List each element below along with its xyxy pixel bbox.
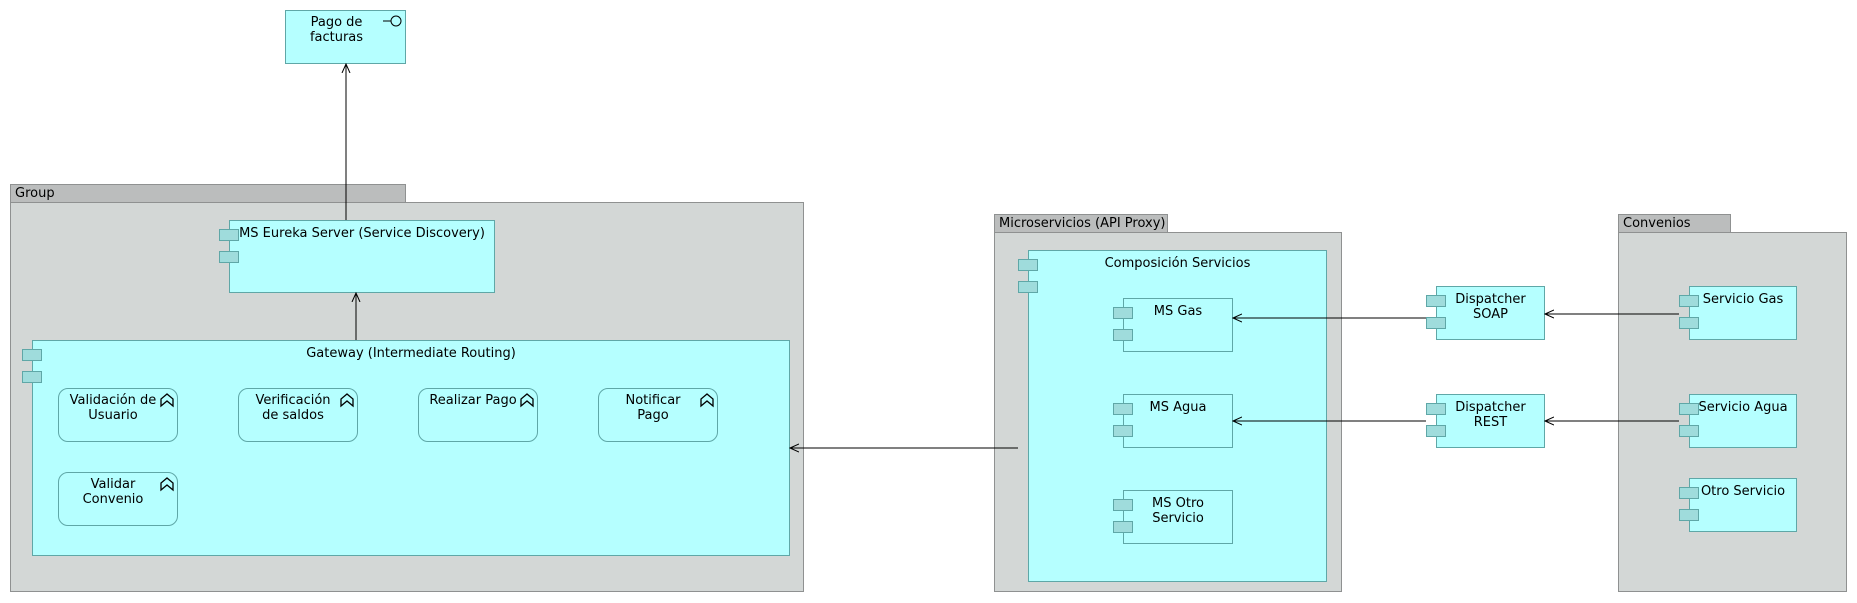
ms-otro-label: MS Otro Servicio: [1152, 496, 1204, 526]
otro-servicio-component[interactable]: Otro Servicio: [1689, 478, 1797, 532]
function-realizar-pago[interactable]: Realizar Pago: [418, 388, 538, 442]
servicio-gas-label: Servicio Gas: [1702, 292, 1784, 307]
component-icon: [22, 349, 42, 383]
component-icon: [1113, 499, 1133, 533]
group-microservicios-tab: Microservicios (API Proxy): [994, 214, 1168, 232]
component-icon: [219, 229, 239, 263]
eureka-server-component[interactable]: MS Eureka Server (Service Discovery): [229, 220, 495, 293]
function-icon: [340, 393, 354, 408]
eureka-label: MS Eureka Server (Service Discovery): [239, 226, 485, 241]
component-icon: [1113, 307, 1133, 341]
function-icon: [160, 393, 174, 408]
component-icon: [1679, 403, 1699, 437]
ms-gas-label: MS Gas: [1153, 304, 1203, 319]
group-main-title: Group: [15, 186, 55, 201]
servicio-gas-component[interactable]: Servicio Gas: [1689, 286, 1797, 340]
component-icon: [1679, 295, 1699, 329]
ms-agua-label: MS Agua: [1149, 400, 1207, 415]
otro-servicio-label: Otro Servicio: [1700, 484, 1786, 499]
interface-icon: [383, 15, 402, 27]
servicio-agua-component[interactable]: Servicio Agua: [1689, 394, 1797, 448]
group-convenios-tab: Convenios: [1618, 214, 1731, 232]
group-main-tab: Group: [10, 184, 406, 202]
function-label: Validar Convenio: [82, 477, 144, 507]
function-label: Verificación de saldos: [255, 393, 331, 423]
component-icon: [1018, 259, 1038, 293]
function-label: Notificar Pago: [625, 393, 681, 423]
interface-pago-de-facturas[interactable]: Pago de facturas: [285, 10, 406, 64]
function-verificacion-saldos[interactable]: Verificación de saldos: [238, 388, 358, 442]
group-microservicios-title: Microservicios (API Proxy): [999, 216, 1166, 231]
function-notificar-pago[interactable]: Notificar Pago: [598, 388, 718, 442]
ms-agua-component[interactable]: MS Agua: [1123, 394, 1233, 448]
function-validar-convenio[interactable]: Validar Convenio: [58, 472, 178, 526]
gateway-label: Gateway (Intermediate Routing): [306, 346, 516, 361]
function-label: Realizar Pago: [429, 393, 517, 408]
ms-gas-component[interactable]: MS Gas: [1123, 298, 1233, 352]
function-validacion-usuario[interactable]: Validación de Usuario: [58, 388, 178, 442]
component-icon: [1426, 403, 1446, 437]
group-convenios-title: Convenios: [1623, 216, 1691, 231]
function-icon: [520, 393, 534, 408]
function-label: Validación de Usuario: [69, 393, 157, 423]
function-icon: [700, 393, 714, 408]
composicion-label: Composición Servicios: [1104, 256, 1251, 271]
component-icon: [1426, 295, 1446, 329]
dispatcher-soap-component[interactable]: Dispatcher SOAP: [1436, 286, 1545, 340]
ms-otro-servicio-component[interactable]: MS Otro Servicio: [1123, 490, 1233, 544]
dispatcher-rest-label: Dispatcher REST: [1455, 400, 1526, 430]
servicio-agua-label: Servicio Agua: [1698, 400, 1788, 415]
component-icon: [1113, 403, 1133, 437]
dispatcher-rest-component[interactable]: Dispatcher REST: [1436, 394, 1545, 448]
component-icon: [1679, 487, 1699, 521]
function-icon: [160, 477, 174, 492]
dispatcher-soap-label: Dispatcher SOAP: [1455, 292, 1526, 322]
interface-label: Pago de facturas: [309, 15, 364, 45]
